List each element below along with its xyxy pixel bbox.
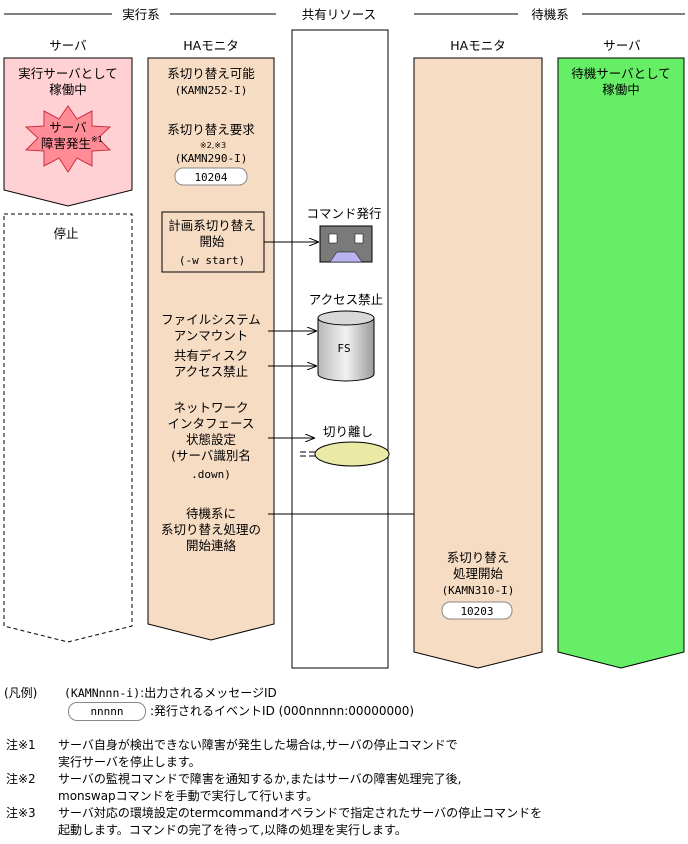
col-header-standby-ha: HAモニタ (450, 38, 505, 53)
active-ha-step2-line2: (KAMN290-I) (175, 152, 248, 165)
group-header-shared: 共有リソース (302, 7, 376, 22)
standby-server-line2: 稼働中 (602, 82, 640, 97)
note-3: 注※3 サーバ対応の環境設定のtermcommandオペランドで指定されたサーバの… (6, 805, 542, 839)
active-server-running-line1: 実行サーバとして (18, 66, 118, 81)
note-1-label: 注※1 (6, 738, 36, 752)
active-ha-step3-line3: (-w start) (179, 254, 245, 267)
group-title-active: 実行系 (122, 7, 160, 22)
disk-cylinder-icon (317, 310, 375, 382)
note-1-line1: サーバ自身が検出できない障害が発生した場合は,サーバの停止コマンドで (58, 738, 458, 752)
active-ha-step7-line1: 待機系に (186, 506, 236, 521)
shared-access-denied-label: アクセス禁止 (309, 292, 383, 307)
active-ha-step6-line1: ネットワーク (173, 400, 248, 415)
active-ha-step6-line4: (サーバ識別名 (171, 448, 251, 463)
group-header-active: 実行系 (4, 7, 276, 22)
active-ha-step1-line1: 系切り替え可能 (167, 66, 255, 81)
legend-title: (凡例) (4, 686, 38, 700)
disk-fs-label: FS (337, 342, 350, 355)
active-ha-step7-line2: 系切り替え処理の (161, 522, 261, 537)
note-3-line1: サーバ対応の環境設定のtermcommandオペランドで指定されたサーバの停止コ… (58, 806, 543, 820)
note-3-line2: 起動します。コマンドの完了を待って,以降の処理を実行します。 (58, 823, 407, 837)
active-ha-step6-line3: 状態設定 (186, 432, 236, 447)
failure-note-mark: ※1 (91, 135, 103, 144)
failure-label-line2: 障害発生 (41, 136, 91, 151)
group-header-standby: 待機系 (414, 7, 685, 22)
standby-ha-event: 10203 (460, 605, 493, 618)
standby-ha-line1: 系切り替え (447, 550, 510, 565)
command-icon (319, 225, 373, 263)
active-ha-step4-line1: ファイルシステム (161, 312, 261, 327)
active-ha-step2-line1: 系切り替え要求 (167, 122, 255, 137)
note-2-line1: サーバの監視コマンドで障害を通知するか,またはサーバの障害処理完了後, (58, 772, 462, 786)
note-2-line2: monswapコマンドを手動で実行して行います。 (58, 789, 319, 803)
event-pill-10203 (441, 601, 513, 620)
note-1: 注※1 サーバ自身が検出できない障害が発生した場合は,サーバの停止コマンドで実行サ… (6, 737, 458, 771)
active-ha-step1-line2: (KAMN252-I) (175, 84, 248, 97)
legend-event-sample: nnnnn (68, 702, 146, 721)
group-title-shared: 共有リソース (302, 7, 376, 22)
standby-ha-line2: 処理開始 (453, 566, 504, 581)
active-ha-step6-line2: インタフェース (168, 416, 255, 431)
active-ha-step2-event: 10204 (194, 171, 227, 184)
legend-event-desc: :発行されるイベントID (000nnnnn:00000000) (150, 704, 415, 718)
note-3-label: 注※3 (6, 806, 36, 820)
active-ha-step3-line2: 開始 (199, 234, 225, 249)
network-interface-icon (300, 441, 390, 467)
col-header-standby-server: サーバ (603, 38, 640, 53)
active-server-running-line2: 稼働中 (49, 82, 87, 97)
legend-message-sample: (KAMNnnn-i) (64, 686, 141, 700)
failure-burst-shape (24, 105, 112, 173)
legend-message-desc: :出力されるメッセージID (140, 686, 277, 700)
col-header-active-server: サーバ (49, 38, 86, 53)
active-ha-step4-line2: アンマウント (174, 328, 249, 343)
active-ha-lane (147, 57, 275, 641)
active-ha-step2-notes: ※2,※3 (200, 141, 226, 150)
col-header-active-ha: HAモニタ (183, 38, 238, 53)
active-server-stopped-lane (3, 213, 133, 643)
standby-server-lane (557, 57, 685, 669)
standby-server-line1: 待機サーバとして (571, 66, 671, 81)
note-2: 注※2 サーバの監視コマンドで障害を通知するか,またはサーバの障害処理完了後, mo… (6, 771, 461, 805)
shared-command-issue-label: コマンド発行 (306, 206, 381, 221)
active-ha-step7-line3: 開始連絡 (186, 538, 237, 553)
note-1-line2: 実行サーバを停止します。 (58, 755, 201, 769)
active-ha-step5-line1: 共有ディスク (174, 348, 248, 363)
active-server-stopped-label: 停止 (53, 226, 78, 241)
active-ha-step5-line2: アクセス禁止 (174, 364, 248, 379)
standby-ha-line3: (KAMN310-I) (442, 584, 515, 597)
event-pill-10204 (174, 167, 248, 186)
failure-label-line1: サーバ (49, 120, 86, 135)
active-ha-step3-line1: 計画系切り替え (168, 218, 256, 233)
standby-ha-lane (413, 57, 543, 669)
group-title-standby: 待機系 (531, 7, 569, 22)
note-2-label: 注※2 (6, 772, 36, 786)
legend-message-row: (KAMNnnn-i):出力されるメッセージID (64, 684, 277, 701)
shared-disconnect-label: 切り離し (323, 424, 373, 439)
active-ha-step6-line5: .down) (191, 468, 231, 481)
